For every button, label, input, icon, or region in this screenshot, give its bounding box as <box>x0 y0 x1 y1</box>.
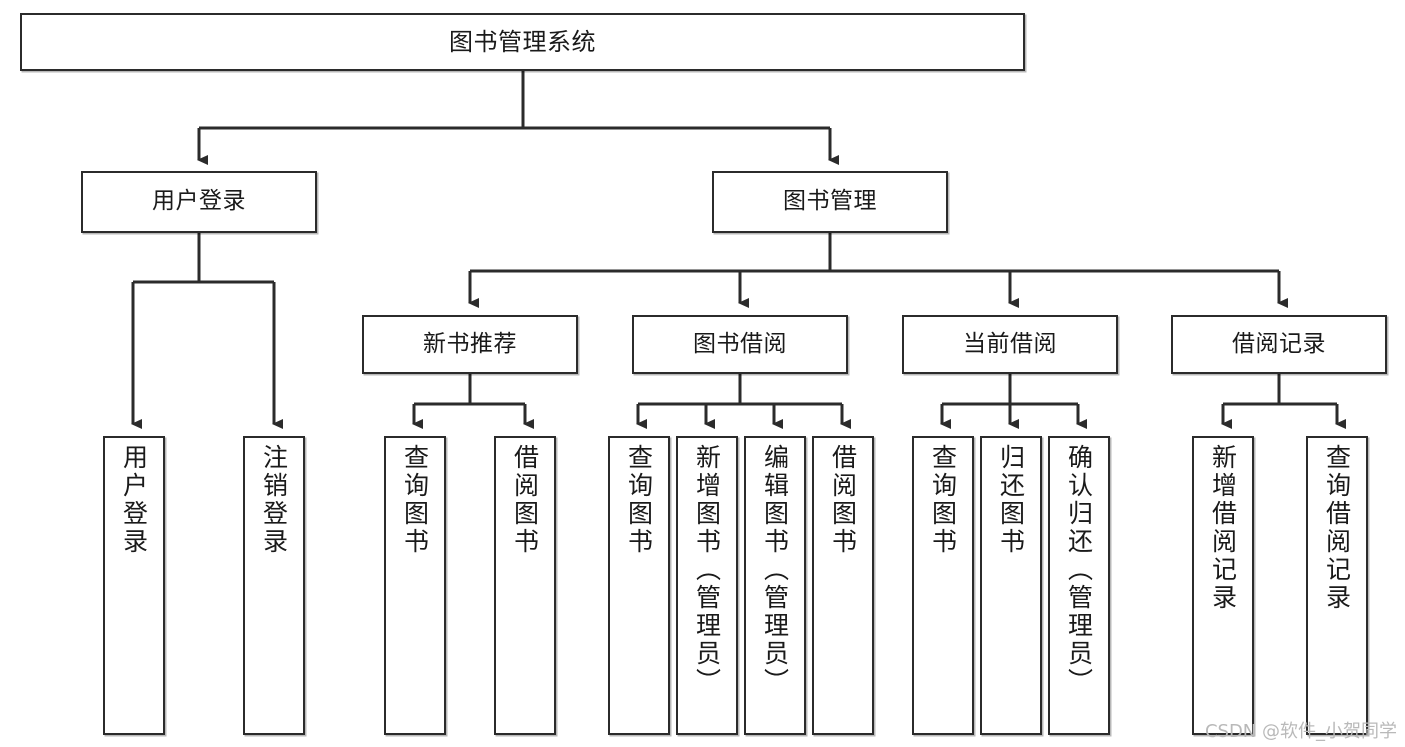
node-leaf-query-book-3-label: 查询图书 <box>928 444 958 556</box>
node-leaf-borrow-book-1-label: 借阅图书 <box>510 444 540 556</box>
csdn-watermark: CSDN @软件_小贺同学 <box>1204 721 1397 742</box>
node-root[interactable]: 图书管理系统 <box>20 13 1025 71</box>
node-leaf-user-login-label: 用户登录 <box>119 444 149 556</box>
node-borrow-record[interactable]: 借阅记录 <box>1171 315 1387 374</box>
node-leaf-add-record-label: 新增借阅记录 <box>1208 444 1238 612</box>
node-current-borrow-label: 当前借阅 <box>963 330 1057 357</box>
node-leaf-query-book-1-label: 查询图书 <box>400 444 430 556</box>
node-leaf-query-record-label: 查询借阅记录 <box>1322 444 1352 612</box>
node-new-book-recommend[interactable]: 新书推荐 <box>362 315 578 374</box>
node-leaf-confirm-return[interactable]: 确认归还（管理员） <box>1048 436 1110 735</box>
node-leaf-borrow-book-2[interactable]: 借阅图书 <box>812 436 874 735</box>
node-leaf-add-book-label: 新增图书（管理员） <box>692 444 722 696</box>
node-leaf-borrow-book-2-label: 借阅图书 <box>828 444 858 556</box>
node-root-label: 图书管理系统 <box>449 27 596 56</box>
node-leaf-return-book[interactable]: 归还图书 <box>980 436 1042 735</box>
node-user-login-label: 用户登录 <box>152 188 246 215</box>
node-leaf-query-record[interactable]: 查询借阅记录 <box>1306 436 1368 735</box>
node-leaf-return-book-label: 归还图书 <box>996 444 1026 556</box>
node-book-manage[interactable]: 图书管理 <box>712 171 948 233</box>
node-leaf-add-record[interactable]: 新增借阅记录 <box>1192 436 1254 735</box>
node-leaf-logout-login[interactable]: 注销登录 <box>243 436 305 735</box>
node-leaf-borrow-book-1[interactable]: 借阅图书 <box>494 436 556 735</box>
node-book-borrow[interactable]: 图书借阅 <box>632 315 848 374</box>
node-book-borrow-label: 图书借阅 <box>693 330 787 357</box>
node-leaf-edit-book-label: 编辑图书（管理员） <box>760 444 790 696</box>
node-leaf-user-login[interactable]: 用户登录 <box>103 436 165 735</box>
node-leaf-query-book-2-label: 查询图书 <box>624 444 654 556</box>
node-new-book-recommend-label: 新书推荐 <box>423 330 517 357</box>
node-leaf-confirm-return-label: 确认归还（管理员） <box>1064 444 1094 696</box>
node-leaf-logout-login-label: 注销登录 <box>259 444 289 556</box>
node-user-login[interactable]: 用户登录 <box>81 171 317 233</box>
node-book-manage-label: 图书管理 <box>783 188 877 215</box>
node-leaf-query-book-1[interactable]: 查询图书 <box>384 436 446 735</box>
node-borrow-record-label: 借阅记录 <box>1232 330 1326 357</box>
node-leaf-query-book-3[interactable]: 查询图书 <box>912 436 974 735</box>
node-leaf-edit-book[interactable]: 编辑图书（管理员） <box>744 436 806 735</box>
node-current-borrow[interactable]: 当前借阅 <box>902 315 1118 374</box>
node-leaf-add-book[interactable]: 新增图书（管理员） <box>676 436 738 735</box>
node-leaf-query-book-2[interactable]: 查询图书 <box>608 436 670 735</box>
